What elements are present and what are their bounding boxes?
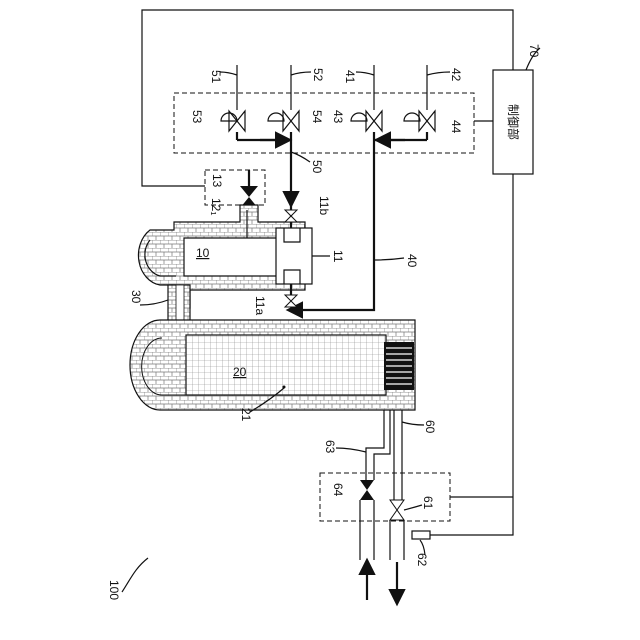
label-64: 64 bbox=[331, 483, 345, 497]
heater-rods bbox=[384, 342, 414, 390]
label-43: 43 bbox=[331, 110, 345, 124]
label-10: 10 bbox=[196, 246, 210, 260]
valve-43 bbox=[351, 111, 382, 131]
label-52: 52 bbox=[311, 68, 325, 82]
label-12: 12₁ bbox=[209, 198, 223, 215]
label-13: 13 bbox=[210, 174, 224, 188]
label-63: 63 bbox=[323, 440, 337, 454]
label-20: 20 bbox=[233, 365, 247, 379]
label-11b: 11b bbox=[317, 196, 331, 215]
label-30: 30 bbox=[129, 290, 143, 304]
valve-54 bbox=[268, 111, 299, 131]
label-21: 21 bbox=[239, 408, 253, 422]
label-54: 54 bbox=[310, 110, 324, 124]
figure-number: 100 bbox=[107, 558, 148, 600]
label-50: 50 bbox=[310, 160, 324, 174]
label-44: 44 bbox=[449, 120, 463, 134]
controller-box: 制御部 70 bbox=[493, 44, 541, 174]
label-11: 11 bbox=[331, 250, 345, 263]
block-11 bbox=[276, 204, 312, 307]
label-61: 61 bbox=[421, 496, 435, 510]
controller-text: 制御部 bbox=[506, 104, 521, 140]
label-53: 53 bbox=[190, 110, 204, 124]
valve-64 bbox=[360, 480, 374, 500]
sensor-62 bbox=[412, 531, 430, 539]
label-60: 60 bbox=[423, 420, 437, 434]
valve-53 bbox=[221, 111, 245, 131]
label-70: 70 bbox=[527, 44, 541, 58]
label-42: 42 bbox=[449, 68, 463, 82]
label-41: 41 bbox=[343, 70, 357, 84]
label-40: 40 bbox=[405, 254, 419, 268]
valve-44 bbox=[404, 111, 435, 131]
valve-61 bbox=[390, 500, 404, 520]
fig-number-100: 100 bbox=[107, 580, 121, 600]
label-62: 62 bbox=[415, 553, 429, 567]
label-11a: 11a bbox=[253, 296, 267, 315]
